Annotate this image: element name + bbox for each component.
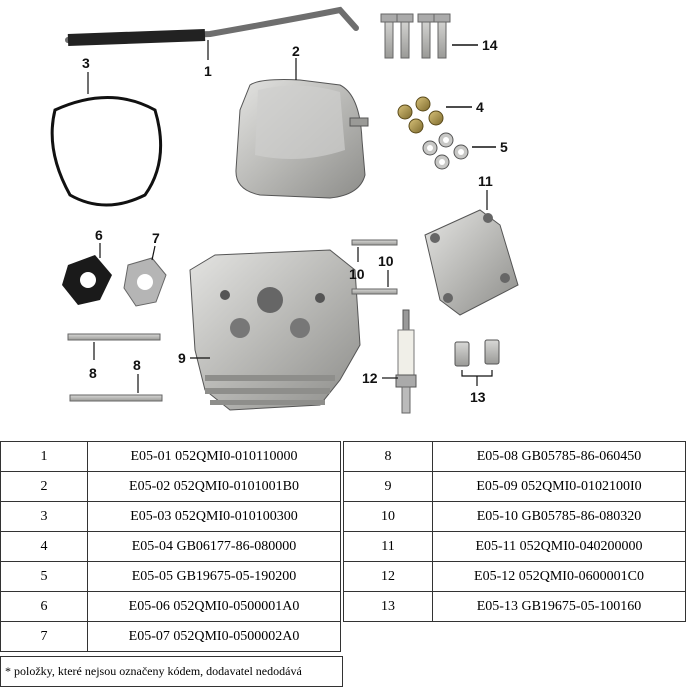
part-dowels xyxy=(454,339,500,386)
part-code: E05-04 GB06177-86-080000 xyxy=(87,531,341,562)
part-number: 9 xyxy=(343,471,433,502)
part-number: 1 xyxy=(0,441,88,472)
part-number: 7 xyxy=(0,621,88,652)
part-number: 11 xyxy=(343,531,433,562)
callout-6: 6 xyxy=(95,227,103,243)
part-code: E05-09 052QMI0-0102100I0 xyxy=(432,471,686,502)
callout-10a: 10 xyxy=(349,266,365,282)
part-number: 4 xyxy=(0,531,88,562)
callout-4: 4 xyxy=(476,99,484,115)
part-cylinder-head xyxy=(189,249,361,411)
callout-2: 2 xyxy=(292,43,300,59)
part-number: 2 xyxy=(0,471,88,502)
part-studs-10 xyxy=(351,239,398,295)
callout-14: 14 xyxy=(482,37,498,53)
part-number: 8 xyxy=(343,441,433,472)
part-spark-plug xyxy=(382,309,417,414)
part-washers xyxy=(422,132,496,170)
part-code: E05-11 052QMI0-040200000 xyxy=(432,531,686,562)
callout-8a: 8 xyxy=(89,365,97,381)
callout-9: 9 xyxy=(178,350,186,366)
part-code: E05-05 GB19675-05-190200 xyxy=(87,561,341,592)
part-number: 5 xyxy=(0,561,88,592)
part-bolts xyxy=(380,13,478,59)
part-code: E05-03 052QMI0-010100300 xyxy=(87,501,341,532)
part-code: E05-12 052QMI0-0600001C0 xyxy=(432,561,686,592)
part-number: 12 xyxy=(343,561,433,592)
callout-5: 5 xyxy=(500,139,508,155)
part-nuts xyxy=(397,96,472,134)
part-gasket-ring xyxy=(50,72,163,207)
callout-10b: 10 xyxy=(378,253,394,269)
callout-12: 12 xyxy=(362,370,378,386)
part-code: E05-10 GB05785-86-080320 xyxy=(432,501,686,532)
callout-7: 7 xyxy=(152,230,160,246)
callout-3: 3 xyxy=(82,55,90,71)
part-number: 6 xyxy=(0,591,88,622)
part-hose xyxy=(65,6,359,60)
part-code: E05-07 052QMI0-0500002A0 xyxy=(87,621,341,652)
footnote: * položky, které nejsou označeny kódem, … xyxy=(0,656,343,687)
callout-13: 13 xyxy=(470,389,486,405)
callout-8b: 8 xyxy=(133,357,141,373)
part-number: 3 xyxy=(0,501,88,532)
part-code: E05-01 052QMI0-010110000 xyxy=(87,441,341,472)
callout-1: 1 xyxy=(204,63,212,79)
exploded-parts-diagram: 1 2 3 4 5 6 7 8 8 9 10 10 11 12 13 14 xyxy=(50,6,519,414)
part-code: E05-13 GB19675-05-100160 xyxy=(432,591,686,622)
part-code: E05-02 052QMI0-0101001B0 xyxy=(87,471,341,502)
part-intake-gaskets xyxy=(62,243,167,307)
part-number: 13 xyxy=(343,591,433,622)
callout-11: 11 xyxy=(478,173,493,189)
part-code: E05-08 GB05785-86-060450 xyxy=(432,441,686,472)
part-code: E05-06 052QMI0-0500001A0 xyxy=(87,591,341,622)
part-number: 10 xyxy=(343,501,433,532)
part-rocker-bracket xyxy=(424,190,519,316)
part-studs-8 xyxy=(67,333,163,402)
part-valve-cover xyxy=(235,58,369,199)
